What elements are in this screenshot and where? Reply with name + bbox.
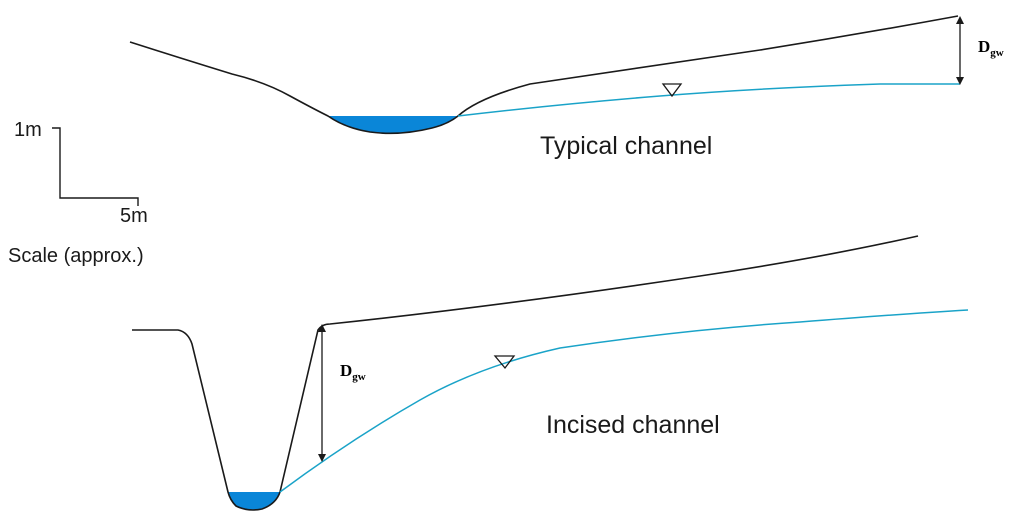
typical-channel-label: Typical channel bbox=[540, 132, 712, 160]
incised-water-fill bbox=[228, 492, 280, 510]
scale-caption: Scale (approx.) bbox=[8, 245, 144, 267]
typical-water-fill bbox=[328, 116, 458, 134]
incised-channel-label: Incised channel bbox=[546, 411, 720, 439]
incised-ground-profile bbox=[132, 235, 919, 511]
typical-water-table-marker bbox=[661, 83, 683, 98]
scale-bar: 1m 5m Scale (approx.) bbox=[8, 119, 148, 267]
incised-depth-label: Dgw bbox=[340, 361, 366, 383]
typical-depth-label: Dgw bbox=[978, 37, 1004, 59]
incised-channel-section: Dgw Incised channel bbox=[132, 235, 969, 511]
scale-horizontal-label: 5m bbox=[120, 205, 148, 227]
scale-bar-lines bbox=[52, 127, 139, 206]
typical-ground-profile bbox=[129, 15, 959, 135]
scale-vertical-label: 1m bbox=[14, 119, 42, 141]
typical-channel-section: Dgw Typical channel bbox=[129, 15, 1004, 160]
incised-water-table bbox=[279, 309, 969, 493]
incised-water-table-marker bbox=[493, 355, 516, 370]
typical-water-table bbox=[457, 83, 960, 117]
